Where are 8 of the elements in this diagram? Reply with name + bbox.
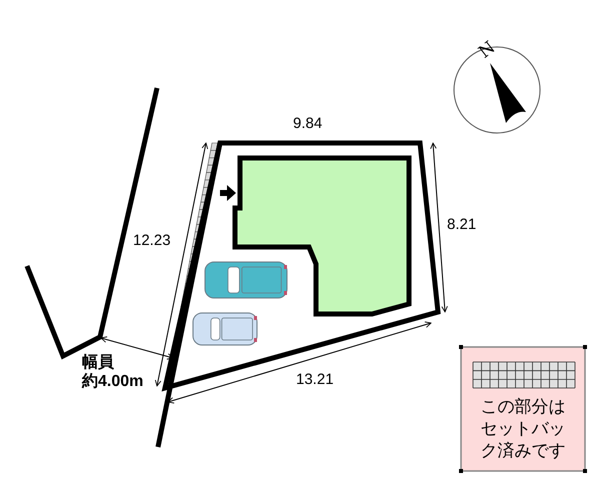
north-label: N (476, 39, 499, 62)
dimension-label: 8.21 (447, 217, 476, 232)
dimension-label: 約4.00m (82, 374, 144, 390)
dimension-label: 13.21 (296, 372, 334, 387)
dimension-label: 幅員 (82, 355, 114, 371)
dimension-label: 9.84 (293, 116, 322, 131)
dimension-label: 12.23 (133, 233, 171, 248)
legend-text: この部分はセットバック済みです (480, 396, 566, 462)
